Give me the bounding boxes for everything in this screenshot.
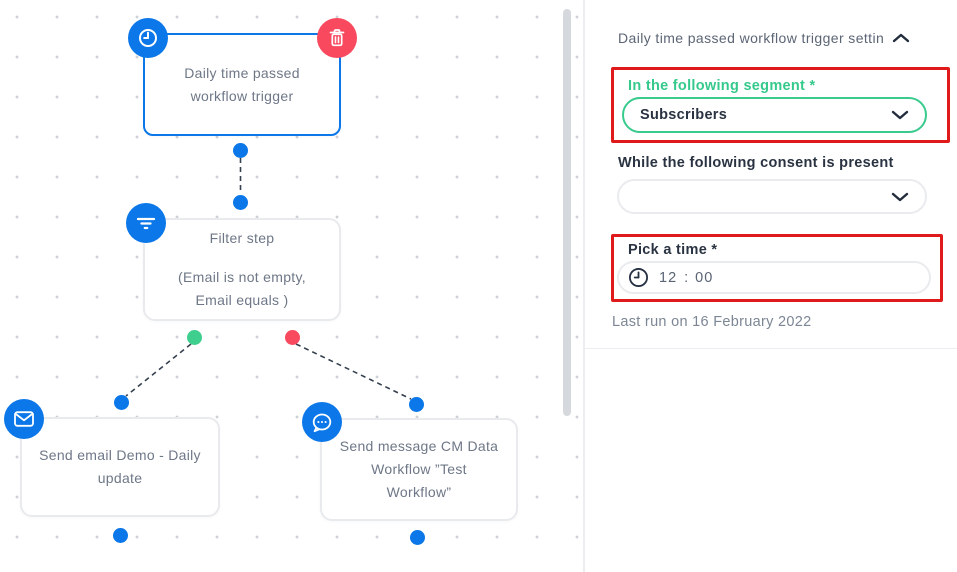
node-send-message-label: Send message CM Data Workflow ”Test Work… [339,438,499,500]
node-send-email-label: Send email Demo - Daily update [39,447,201,486]
connector-filter-true[interactable] [187,330,202,345]
node-send-message[interactable]: Send message CM Data Workflow ”Test Work… [320,418,518,521]
clock-outline-icon [628,267,649,288]
consent-field-label: While the following consent is present [618,155,894,171]
time-hour-value: 12 [659,269,678,286]
node-filter-condition: (Email is not empty, Email equals ) [178,269,306,308]
time-field-label: Pick a time * [628,242,718,258]
panel-title: Daily time passed workflow trigger setti… [618,30,885,46]
filter-icon[interactable] [126,203,166,243]
connector-email-in[interactable] [114,395,129,410]
clock-icon[interactable] [128,18,168,58]
section-divider [585,348,957,349]
node-send-email[interactable]: Send email Demo - Daily update [20,417,220,517]
connector-filter-false[interactable] [285,330,300,345]
connector-message-out[interactable] [410,530,425,545]
delete-node-button[interactable] [317,18,357,58]
connector-trigger-out[interactable] [233,143,248,158]
chat-icon[interactable] [302,402,342,442]
consent-select[interactable] [617,179,927,214]
chevron-down-icon [891,110,909,120]
node-filter-step[interactable]: Filter step (Email is not empty, Email e… [143,218,341,321]
canvas-scrollbar[interactable] [563,9,571,416]
email-icon[interactable] [4,399,44,439]
chevron-up-icon[interactable] [892,33,910,43]
time-minute-value: 00 [695,269,714,286]
node-daily-trigger[interactable]: Daily time passed workflow trigger [143,33,341,136]
panel-divider [583,0,585,572]
segment-select-value: Subscribers [640,107,728,123]
segment-field-label: In the following segment * [628,78,816,94]
last-run-text: Last run on 16 February 2022 [612,314,812,330]
time-separator: : [684,269,689,286]
connector-message-in[interactable] [409,397,424,412]
chevron-down-icon [891,192,909,202]
segment-highlight-box: In the following segment * Subscribers [611,67,950,143]
workflow-canvas[interactable]: Daily time passed workflow trigger Filte… [0,0,583,572]
trash-icon [329,29,345,47]
time-highlight-box: Pick a time * 12 : 00 [611,234,943,302]
connector-filter-in[interactable] [233,195,248,210]
settings-panel: Daily time passed workflow trigger setti… [585,0,957,572]
time-input[interactable]: 12 : 00 [617,261,931,294]
node-filter-title: Filter step [209,230,275,246]
segment-select[interactable]: Subscribers [622,97,927,133]
node-daily-trigger-label: Daily time passed workflow trigger [184,64,300,104]
connector-email-out[interactable] [113,528,128,543]
connection-lines [125,158,412,400]
